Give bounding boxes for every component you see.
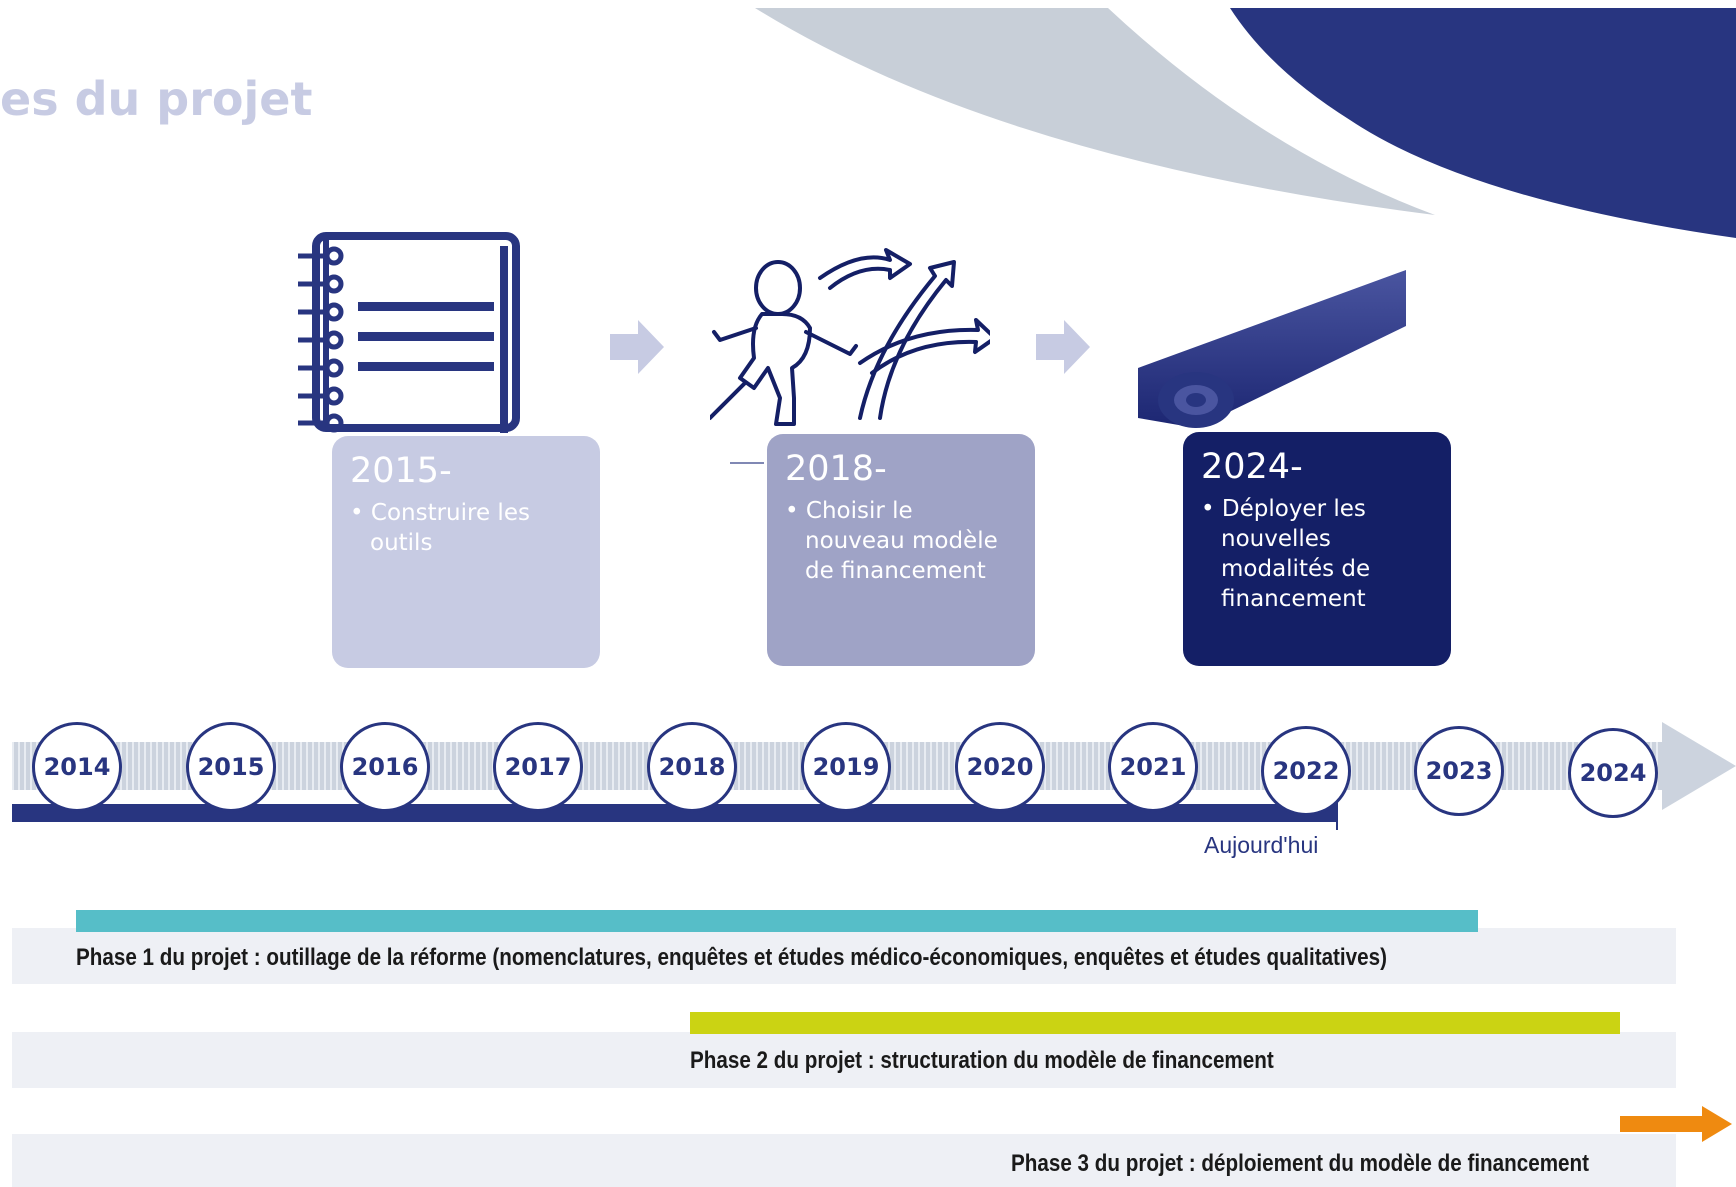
navy-swoosh bbox=[1230, 8, 1736, 238]
timeline-arrow-head bbox=[1662, 722, 1736, 810]
phase-row bbox=[12, 928, 1676, 984]
year-marker-2022: 2022 bbox=[1261, 726, 1351, 816]
today-marker-label: Aujourd'hui bbox=[1204, 832, 1319, 858]
stage-year: 2024- bbox=[1201, 447, 1303, 487]
stage-description: Choisir le nouveau modèle de financement bbox=[785, 496, 1017, 586]
year-marker-2016: 2016 bbox=[340, 722, 430, 812]
connector-line bbox=[730, 462, 764, 464]
page-title: es du projet bbox=[0, 72, 313, 126]
rolled-carpet-icon bbox=[1138, 270, 1406, 428]
stage-description: Construire les outils bbox=[350, 498, 582, 558]
phase-row bbox=[12, 1032, 1676, 1088]
year-marker-2015: 2015 bbox=[186, 722, 276, 812]
next-arrow-icon bbox=[1036, 320, 1090, 374]
next-arrow-icon bbox=[610, 320, 664, 374]
phase-row bbox=[12, 1134, 1676, 1187]
year-marker-2024: 2024 bbox=[1568, 728, 1658, 818]
phase-1-bar bbox=[76, 910, 1478, 932]
year-marker-2017: 2017 bbox=[493, 722, 583, 812]
crossroads-person-icon bbox=[710, 248, 990, 426]
stage-year: 2015- bbox=[350, 451, 452, 491]
stage-card: 2024- Déployer les nouvelles modalités d… bbox=[1183, 432, 1451, 666]
notebook-icon bbox=[298, 232, 520, 433]
phase-3-label: Phase 3 du projet : déploiement du modèl… bbox=[1011, 1150, 1590, 1177]
stage-year: 2018- bbox=[785, 449, 887, 489]
phase-3-arrow bbox=[1620, 1106, 1732, 1142]
stage-card: 2018- Choisir le nouveau modèle de finan… bbox=[767, 434, 1035, 666]
stage-card: 2015- Construire les outils bbox=[332, 436, 600, 668]
stage-description: Déployer les nouvelles modalités de fina… bbox=[1201, 494, 1433, 614]
year-marker-2019: 2019 bbox=[801, 722, 891, 812]
year-marker-2023: 2023 bbox=[1414, 726, 1504, 816]
year-marker-2014: 2014 bbox=[32, 722, 122, 812]
gray-swoosh bbox=[755, 8, 1435, 215]
phase-2-bar bbox=[690, 1012, 1620, 1034]
phase-1-label: Phase 1 du projet : outillage de la réfo… bbox=[76, 944, 1387, 971]
year-marker-2018: 2018 bbox=[647, 722, 737, 812]
phase-2-label: Phase 2 du projet : structuration du mod… bbox=[690, 1047, 1274, 1074]
year-marker-2020: 2020 bbox=[955, 722, 1045, 812]
year-marker-2021: 2021 bbox=[1108, 722, 1198, 812]
